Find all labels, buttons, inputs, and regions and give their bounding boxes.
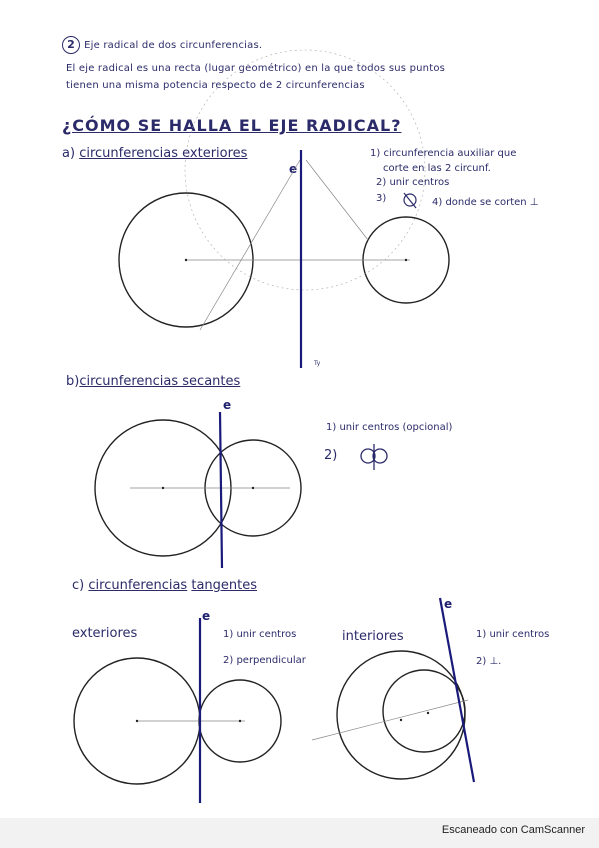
diagram-a (118, 49, 450, 368)
section-c-letter: c) (72, 578, 85, 593)
section-a-title: circunferencias exteriores (79, 146, 248, 161)
header-line: 2 Eje radical de dos circunferencias. (62, 36, 262, 54)
section-c-int-step-1: 1) unir centros (476, 629, 550, 640)
geometric-drawings (73, 49, 476, 803)
diagram-a-auxiliary-circle (184, 49, 426, 291)
scanner-watermark: Escaneado con CamScanner (441, 824, 585, 836)
section-c-heading: c) circunferencias tangentes (72, 578, 257, 593)
diagram-c-ext-center-right (238, 719, 242, 723)
diagram-b-step2-symbol (360, 444, 388, 470)
section-c-int-step-2: 2) ⊥. (476, 656, 502, 667)
section-a-step-1: 1) circunferencia auxiliar que (370, 148, 517, 159)
diagram-a-center-right (404, 258, 408, 262)
definition-line-1: El eje radical es una recta (lugar geomé… (66, 63, 446, 74)
diagram-b-radical-axis (218, 411, 224, 569)
diagram-c-int-center-line (311, 699, 469, 741)
section-a-step-2: 2) unir centros (376, 177, 450, 188)
diagram-c-int-circle-inner (382, 669, 466, 753)
section-b-letter: b) (66, 374, 80, 389)
section-c-title-word1: circunferencias (88, 578, 188, 593)
section-a-small-label: Ty (314, 360, 321, 367)
diagram-c-int-circle-outer (336, 650, 466, 780)
section-number-circled: 2 (62, 36, 80, 54)
diagram-a-step3-symbol (403, 192, 417, 209)
section-c-title-word2: tangentes (191, 578, 258, 593)
diagram-b (94, 411, 388, 569)
diagram-a-tangent-line-2 (305, 159, 369, 241)
section-a-step-3: 3) (376, 193, 387, 204)
section-b-step-2: 2) (324, 448, 338, 463)
diagram-a-tangent-line-1 (199, 159, 301, 331)
diagram-c-interiores (311, 597, 476, 783)
paper-sheet (0, 0, 599, 818)
diagram-c-int-center-outer (399, 718, 403, 722)
section-a-step-4: 4) donde se corten ⊥ (432, 197, 539, 208)
diagram-c-ext-center-left (135, 719, 139, 723)
section-a-letter: a) (62, 146, 76, 161)
section-c-ext-axis-label: e (202, 609, 211, 623)
section-a-axis-label: e (289, 162, 298, 176)
section-a-step-1b: corte en las 2 circunf. (383, 163, 491, 174)
diagram-b-center-right (251, 486, 255, 490)
definition-line-2: tienen una misma potencia respecto de 2 … (66, 80, 365, 91)
diagram-a-center-left (184, 258, 188, 262)
section-b-title: circunferencias secantes (79, 374, 241, 389)
section-c-ext-step-2: 2) perpendicular (223, 655, 306, 666)
section-c-ext-step-1: 1) unir centros (223, 629, 297, 640)
diagram-b-center-left (161, 486, 165, 490)
section-a-heading: a) circunferencias exteriores (62, 146, 247, 161)
diagram-c-int-center-inner (426, 711, 430, 715)
section-c-exteriores-label: exteriores (72, 626, 138, 641)
diagram-c-exteriores (73, 618, 282, 803)
section-b-axis-label: e (223, 398, 232, 412)
section-c-interiores-label: interiores (342, 629, 404, 644)
main-question: ¿CÓMO SE HALLA EL EJE RADICAL? (62, 116, 402, 135)
section-b-heading: b)circunferencias secantes (66, 374, 240, 389)
header-title: Eje radical de dos circunferencias. (84, 40, 263, 51)
section-c-int-axis-label: e (444, 597, 453, 611)
diagram-c-int-radical-axis (438, 597, 476, 783)
section-b-step-1: 1) unir centros (opcional) (326, 422, 453, 433)
